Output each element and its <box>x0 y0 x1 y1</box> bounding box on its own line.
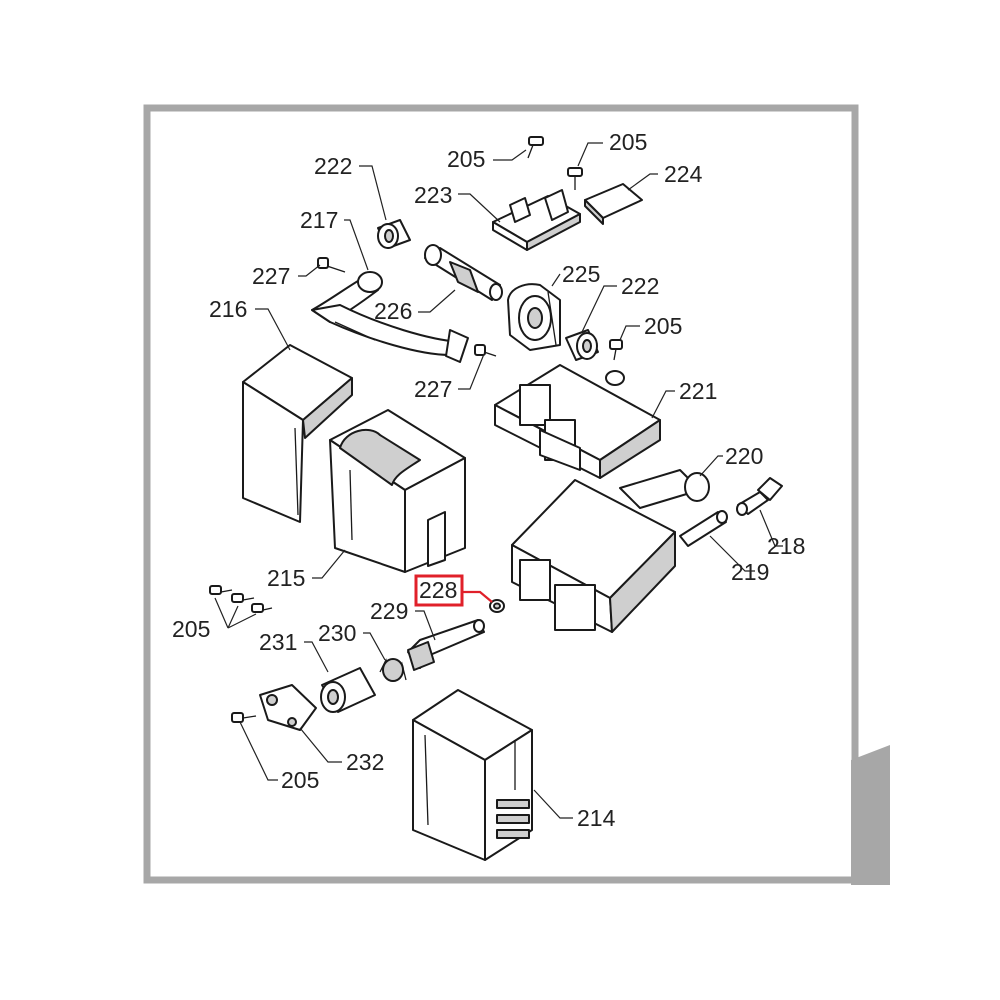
screw-227-upper <box>317 257 346 273</box>
label-231: 231 <box>259 629 297 655</box>
leader-lines <box>214 142 783 819</box>
label-218: 218 <box>767 533 805 559</box>
label-226: 226 <box>374 298 412 324</box>
part-222-bushing-mid <box>565 329 599 361</box>
highlight-box-228 <box>414 574 464 607</box>
part-232-bracket <box>259 684 317 731</box>
part-226-shaft <box>424 244 503 301</box>
screw-205-top-right <box>567 167 583 190</box>
label-215: 215 <box>267 565 305 591</box>
label-222-mid: 222 <box>621 273 659 299</box>
part-223-bracket <box>492 189 581 251</box>
label-214: 214 <box>577 805 616 831</box>
label-227-upper: 227 <box>252 263 290 289</box>
screw-205-mid-right <box>609 339 623 361</box>
label-219: 219 <box>731 559 769 585</box>
label-205-left-cluster: 205 <box>172 616 210 642</box>
label-205-mid-right: 205 <box>644 313 682 339</box>
label-220: 220 <box>725 443 763 469</box>
part-222-bushing-top <box>377 219 411 249</box>
label-216: 216 <box>209 296 247 322</box>
part-220-lever-block <box>511 469 710 633</box>
part-229-valve-stem <box>407 619 485 671</box>
label-205-bottom: 205 <box>281 767 319 793</box>
screw-205-bottom-left <box>231 712 257 723</box>
screw-205-left-cluster <box>209 585 273 613</box>
label-227-lower: 227 <box>414 376 452 402</box>
label-221: 221 <box>679 378 717 404</box>
part-228-washer <box>489 599 505 613</box>
part-218-fitting <box>736 477 783 516</box>
label-228: 228 <box>419 577 457 603</box>
diagram-frame <box>143 104 890 885</box>
part-219-pin <box>679 510 728 547</box>
label-205-top-right: 205 <box>609 129 647 155</box>
part-217-handle <box>311 271 469 363</box>
screw-205-top-left <box>527 136 544 159</box>
label-217: 217 <box>300 207 338 233</box>
part-221-frame <box>494 364 661 479</box>
part-224-cover <box>584 183 643 225</box>
label-230: 230 <box>318 620 356 646</box>
label-222-top: 222 <box>314 153 352 179</box>
label-232: 232 <box>346 749 384 775</box>
part-214-base <box>412 689 533 861</box>
part-labels: 205 205 224 222 223 217 227 226 225 222 … <box>172 129 805 831</box>
part-231-cylinder <box>320 667 376 713</box>
label-225: 225 <box>562 261 600 287</box>
part-225-housing <box>507 283 561 351</box>
label-224: 224 <box>664 161 703 187</box>
part-215-housing <box>329 409 466 573</box>
part-216-side-cover <box>242 344 353 523</box>
label-205-top-left: 205 <box>447 146 485 172</box>
part-230-spring <box>379 658 407 682</box>
label-229: 229 <box>370 598 408 624</box>
label-223: 223 <box>414 182 452 208</box>
screw-227-lower <box>474 344 497 357</box>
